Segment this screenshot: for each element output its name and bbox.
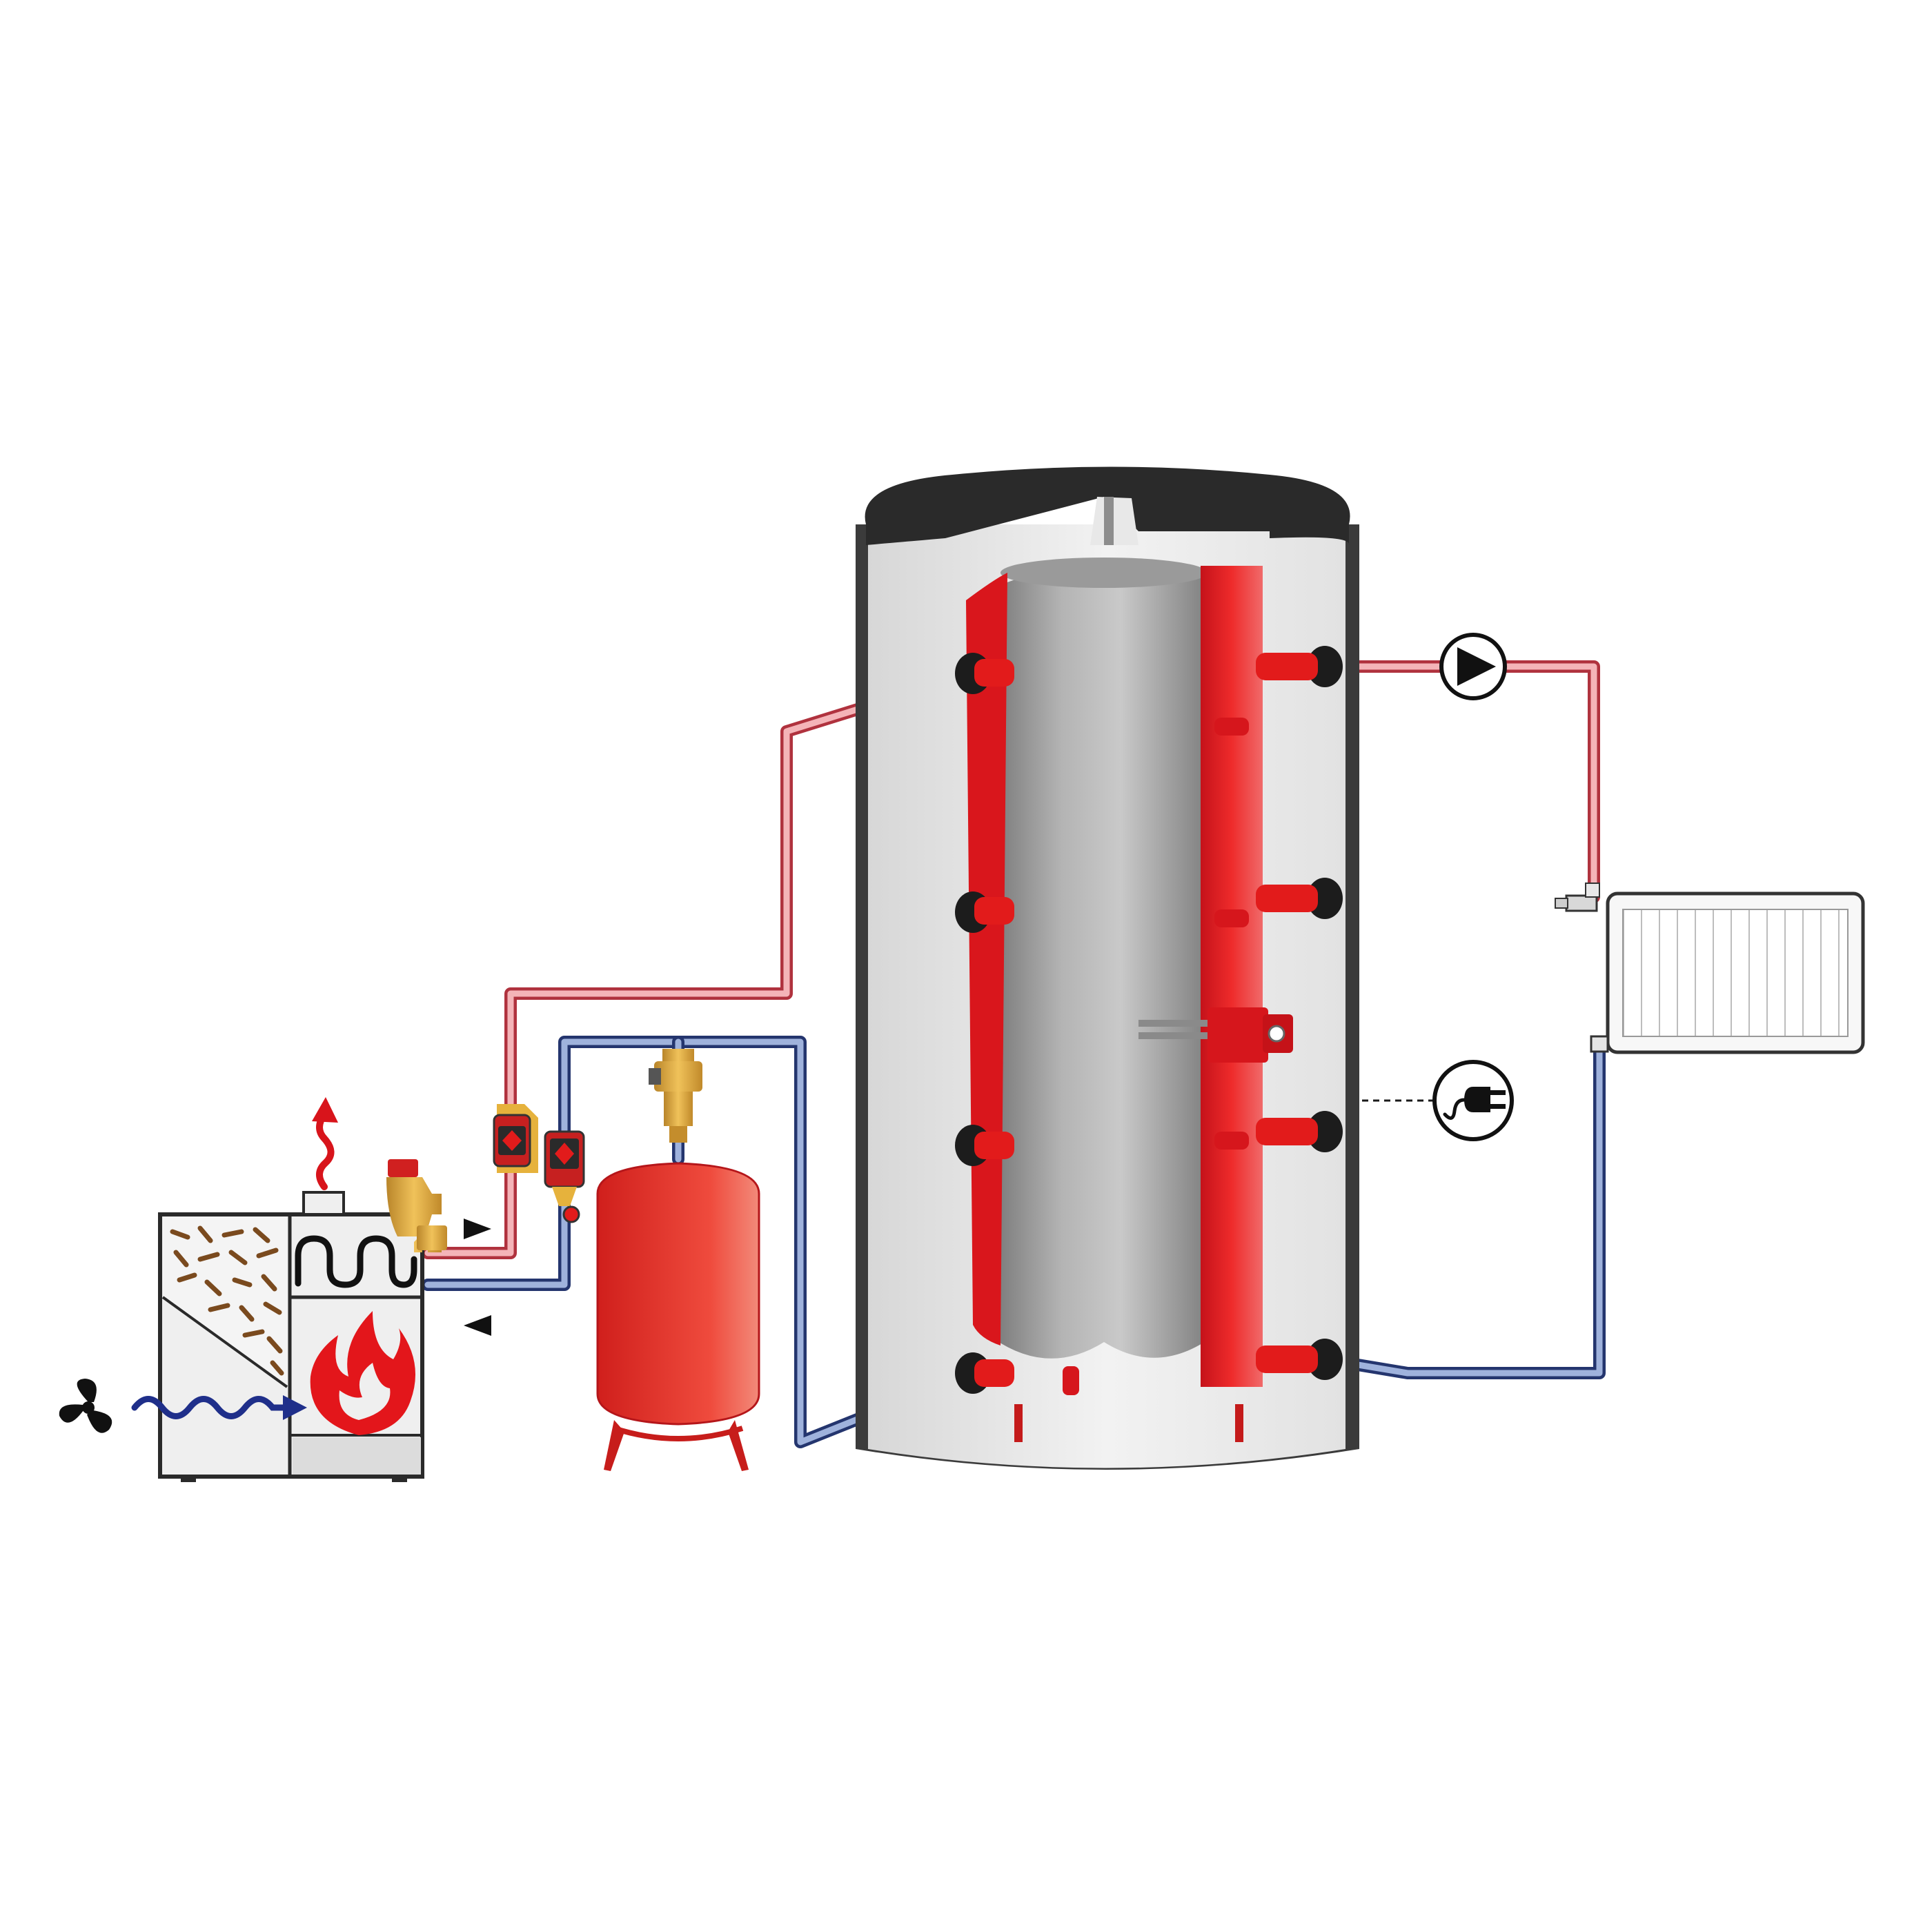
boiler-flow-pipe-core — [424, 670, 976, 1256]
immersion-heater — [1138, 1007, 1293, 1063]
port-right-2 — [1307, 878, 1343, 919]
immersion-heater-gland — [1268, 1025, 1285, 1043]
tank-foot-right — [1235, 1404, 1243, 1442]
boiler-foot-left — [181, 1477, 196, 1482]
tank-lid — [865, 466, 1350, 545]
port-right-top — [1307, 646, 1343, 687]
safety-valve — [386, 1159, 447, 1252]
expansion-vessel-foot-bar — [613, 1426, 744, 1441]
sensor-sleeve-2 — [1214, 909, 1249, 927]
immersion-heater-body — [1208, 1007, 1268, 1063]
circulation-pump — [1439, 633, 1507, 700]
port-right-bottom — [1307, 1339, 1343, 1380]
radiator-fins — [1622, 909, 1849, 1037]
sensor-sleeve-3 — [1214, 1132, 1249, 1150]
return-separator-drain — [552, 1187, 577, 1206]
pellets — [170, 1225, 284, 1376]
pellet-hopper — [163, 1217, 287, 1387]
return-separator — [544, 1130, 585, 1223]
electric-supply — [1432, 1060, 1514, 1141]
plug-body — [1464, 1087, 1490, 1112]
tank-red-jacket-right — [1201, 566, 1263, 1387]
exhaust-arrow-icon — [316, 1111, 335, 1190]
pump-direction-triangle — [1457, 647, 1496, 686]
heat-exchanger-coil-icon — [295, 1235, 417, 1288]
port-right-2-stub — [1256, 885, 1318, 912]
radiator-return-fitting — [1590, 1035, 1609, 1053]
boiler-foot-right — [392, 1477, 407, 1482]
port-right-bottom-stub — [1256, 1346, 1318, 1373]
safety-valve-nut — [417, 1225, 447, 1250]
sensor-sleeve-1 — [1214, 718, 1249, 736]
radiator-thermostatic-valve — [1555, 883, 1600, 912]
drain-stub — [1063, 1366, 1079, 1395]
tank-ports — [955, 646, 1343, 1395]
flow-separator — [493, 1104, 538, 1173]
air-flow-wave — [131, 1396, 290, 1419]
expansion-vessel-body — [596, 1162, 760, 1426]
buffer-tank — [856, 466, 1359, 1470]
port-left-2-stub — [974, 897, 1014, 925]
pellet-boiler — [158, 1097, 424, 1482]
tank-foot-left — [1014, 1404, 1023, 1442]
safety-valve-body — [386, 1177, 442, 1252]
expansion-vessel — [596, 1049, 760, 1471]
boiler-flue — [302, 1191, 345, 1216]
heating-flow-pipe-core — [1321, 663, 1597, 900]
immersion-heater-rod — [1138, 1020, 1214, 1027]
tank-steel-vessel — [980, 562, 1214, 1359]
port-left-bottom-stub — [974, 1359, 1014, 1387]
plug-pin-bottom — [1490, 1104, 1506, 1109]
tank-top-vent — [1104, 497, 1114, 545]
plug-cable — [1443, 1098, 1466, 1120]
return-direction-arrow-icon — [464, 1315, 491, 1336]
fan-icon — [59, 1379, 112, 1433]
heating-return-pipe-core — [1321, 1042, 1603, 1377]
immersion-heater-rod-2 — [1138, 1032, 1214, 1039]
port-left-3-stub — [974, 1132, 1014, 1159]
flow-separator-diamond — [502, 1130, 522, 1151]
flame-icon — [310, 1311, 416, 1435]
return-separator-drain-cap — [562, 1205, 580, 1223]
tank-lid-cut — [1090, 497, 1138, 545]
combustion-air-supply — [59, 1379, 307, 1433]
radiator — [1555, 883, 1865, 1054]
tank-dome-highlight — [1000, 558, 1208, 588]
return-separator-diamond — [555, 1143, 574, 1165]
safety-valve-cap — [388, 1159, 418, 1177]
plug-pin-top — [1490, 1090, 1506, 1095]
flow-direction-arrow-icon — [464, 1219, 491, 1239]
air-flow-arrow-head — [283, 1395, 307, 1420]
heating-flow-pipe — [1319, 660, 1600, 903]
port-right-3 — [1307, 1111, 1343, 1152]
boiler-ash-pan — [293, 1437, 421, 1475]
port-right-top-stub — [1256, 653, 1318, 680]
expansion-vessel-valve — [649, 1049, 702, 1143]
expansion-vessel-foot-left — [604, 1420, 624, 1471]
port-right-3-stub — [1256, 1118, 1318, 1145]
hopper-slope-line — [161, 1296, 288, 1388]
port-left-top-stub — [974, 659, 1014, 687]
exhaust-arrow-head — [312, 1097, 338, 1123]
